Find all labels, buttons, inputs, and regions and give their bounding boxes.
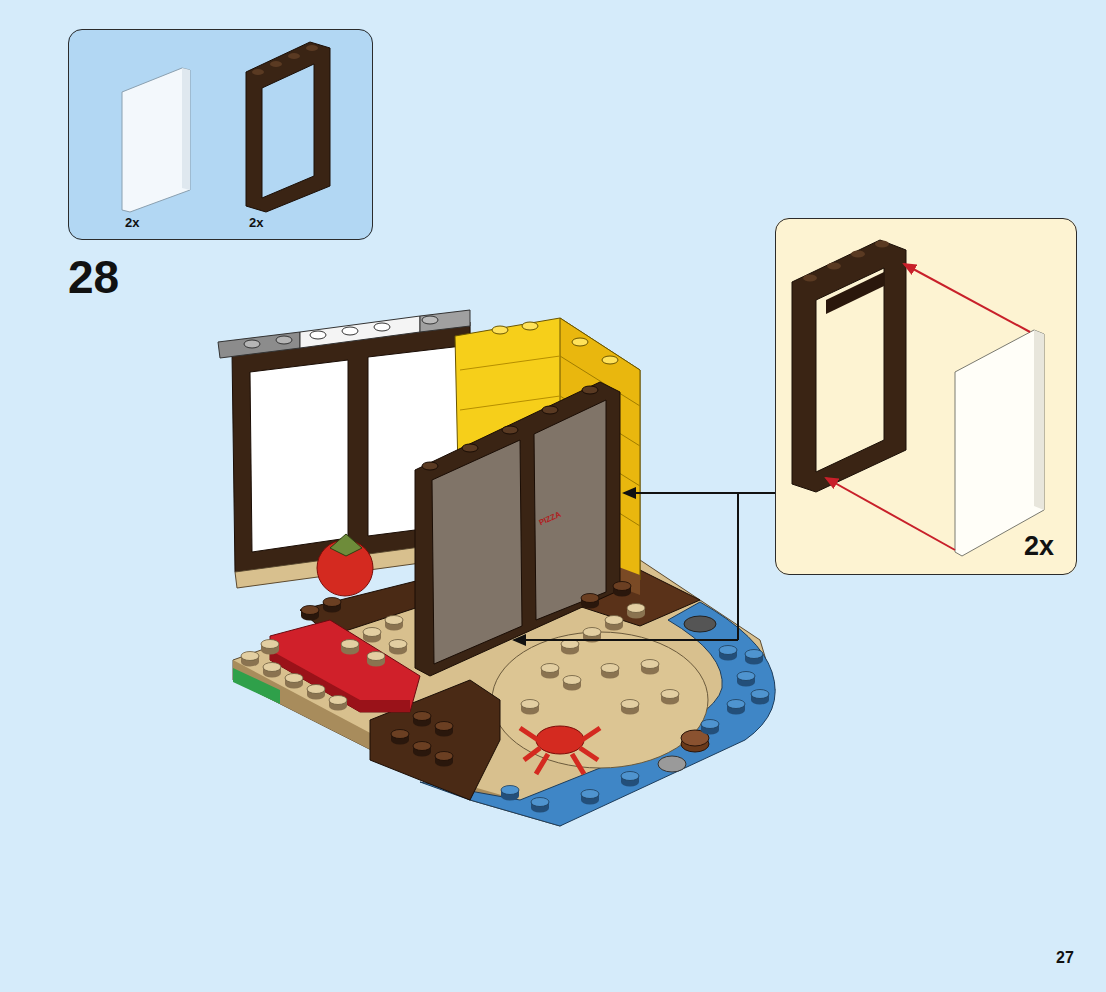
callout-panel-bg bbox=[775, 218, 1077, 575]
callout-window-frame bbox=[792, 240, 906, 492]
callout-panel: 2x bbox=[775, 218, 1077, 575]
window-frame-part bbox=[246, 42, 330, 212]
box-print: PIZZA bbox=[538, 511, 562, 528]
parts-panel: 2x 2x bbox=[68, 29, 373, 240]
parts-panel-bg bbox=[68, 29, 373, 240]
model-illustration bbox=[218, 310, 775, 826]
quantity-label: 2x bbox=[1024, 533, 1054, 560]
quantity-label: 2x bbox=[249, 216, 263, 229]
glass-pane-part bbox=[122, 68, 190, 212]
insert-arrow bbox=[904, 264, 1030, 332]
page-number: 27 bbox=[1056, 950, 1074, 966]
quantity-label: 2x bbox=[125, 216, 139, 229]
insert-arrow bbox=[826, 478, 955, 550]
assembly-arrows bbox=[514, 493, 775, 640]
callout-glass-pane bbox=[955, 330, 1044, 556]
step-number: 28 bbox=[68, 254, 119, 300]
